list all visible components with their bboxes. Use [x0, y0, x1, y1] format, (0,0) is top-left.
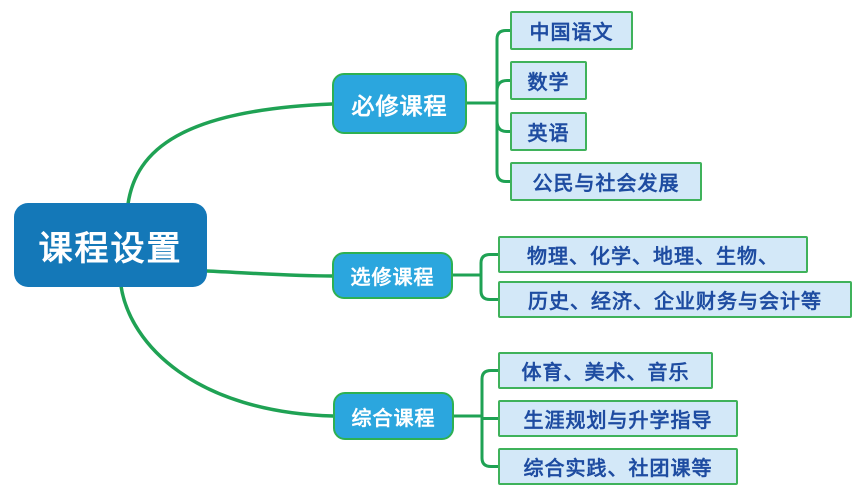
leaf-node-label: 体育、美术、音乐	[521, 362, 690, 384]
leaf-node-humanities[interactable]: 历史、经济、企业财务与会计等	[498, 281, 852, 318]
bracket-branch3	[452, 369, 500, 468]
leaf-node-label: 生涯规划与升学指导	[523, 410, 713, 432]
leaf-node-chinese[interactable]: 中国语文	[510, 11, 633, 50]
bracket-branch2	[451, 253, 500, 301]
leaf-node-math[interactable]: 数学	[510, 61, 587, 100]
leaf-node-label: 物理、化学、地理、生物、	[527, 246, 779, 268]
root-node-label: 课程设置	[38, 229, 183, 268]
leaf-node-label: 历史、经济、企业财务与会计等	[528, 291, 822, 313]
leaf-node-english[interactable]: 英语	[510, 112, 587, 151]
leaf-node-sciences[interactable]: 物理、化学、地理、生物、	[498, 236, 808, 273]
leaf-node-pe-art-music[interactable]: 体育、美术、音乐	[498, 352, 713, 389]
curve-root-to-branch2	[205, 269, 334, 278]
curve-root-to-branch1	[126, 102, 334, 206]
leaf-node-practice-clubs[interactable]: 综合实践、社团课等	[498, 448, 738, 485]
leaf-node-label: 英语	[527, 123, 570, 145]
root-node[interactable]: 课程设置	[14, 203, 207, 287]
branch-node-elective-courses[interactable]: 选修课程	[332, 252, 453, 299]
leaf-node-citizenship[interactable]: 公民与社会发展	[510, 162, 702, 201]
leaf-node-label: 公民与社会发展	[532, 173, 680, 195]
branch-node-label: 选修课程	[350, 267, 435, 289]
branch-node-required-courses[interactable]: 必修课程	[332, 73, 467, 134]
leaf-node-label: 综合实践、社团课等	[523, 458, 713, 480]
bracket-branch1	[465, 29, 512, 183]
branch-node-label: 必修课程	[351, 92, 448, 119]
curve-root-to-branch3	[119, 284, 335, 418]
leaf-node-career-planning[interactable]: 生涯规划与升学指导	[498, 400, 738, 437]
branch-node-label: 综合课程	[351, 407, 436, 430]
branch-node-comprehensive-courses[interactable]: 综合课程	[333, 392, 454, 440]
leaf-node-label: 中国语文	[529, 22, 614, 44]
leaf-node-label: 数学	[527, 72, 570, 94]
